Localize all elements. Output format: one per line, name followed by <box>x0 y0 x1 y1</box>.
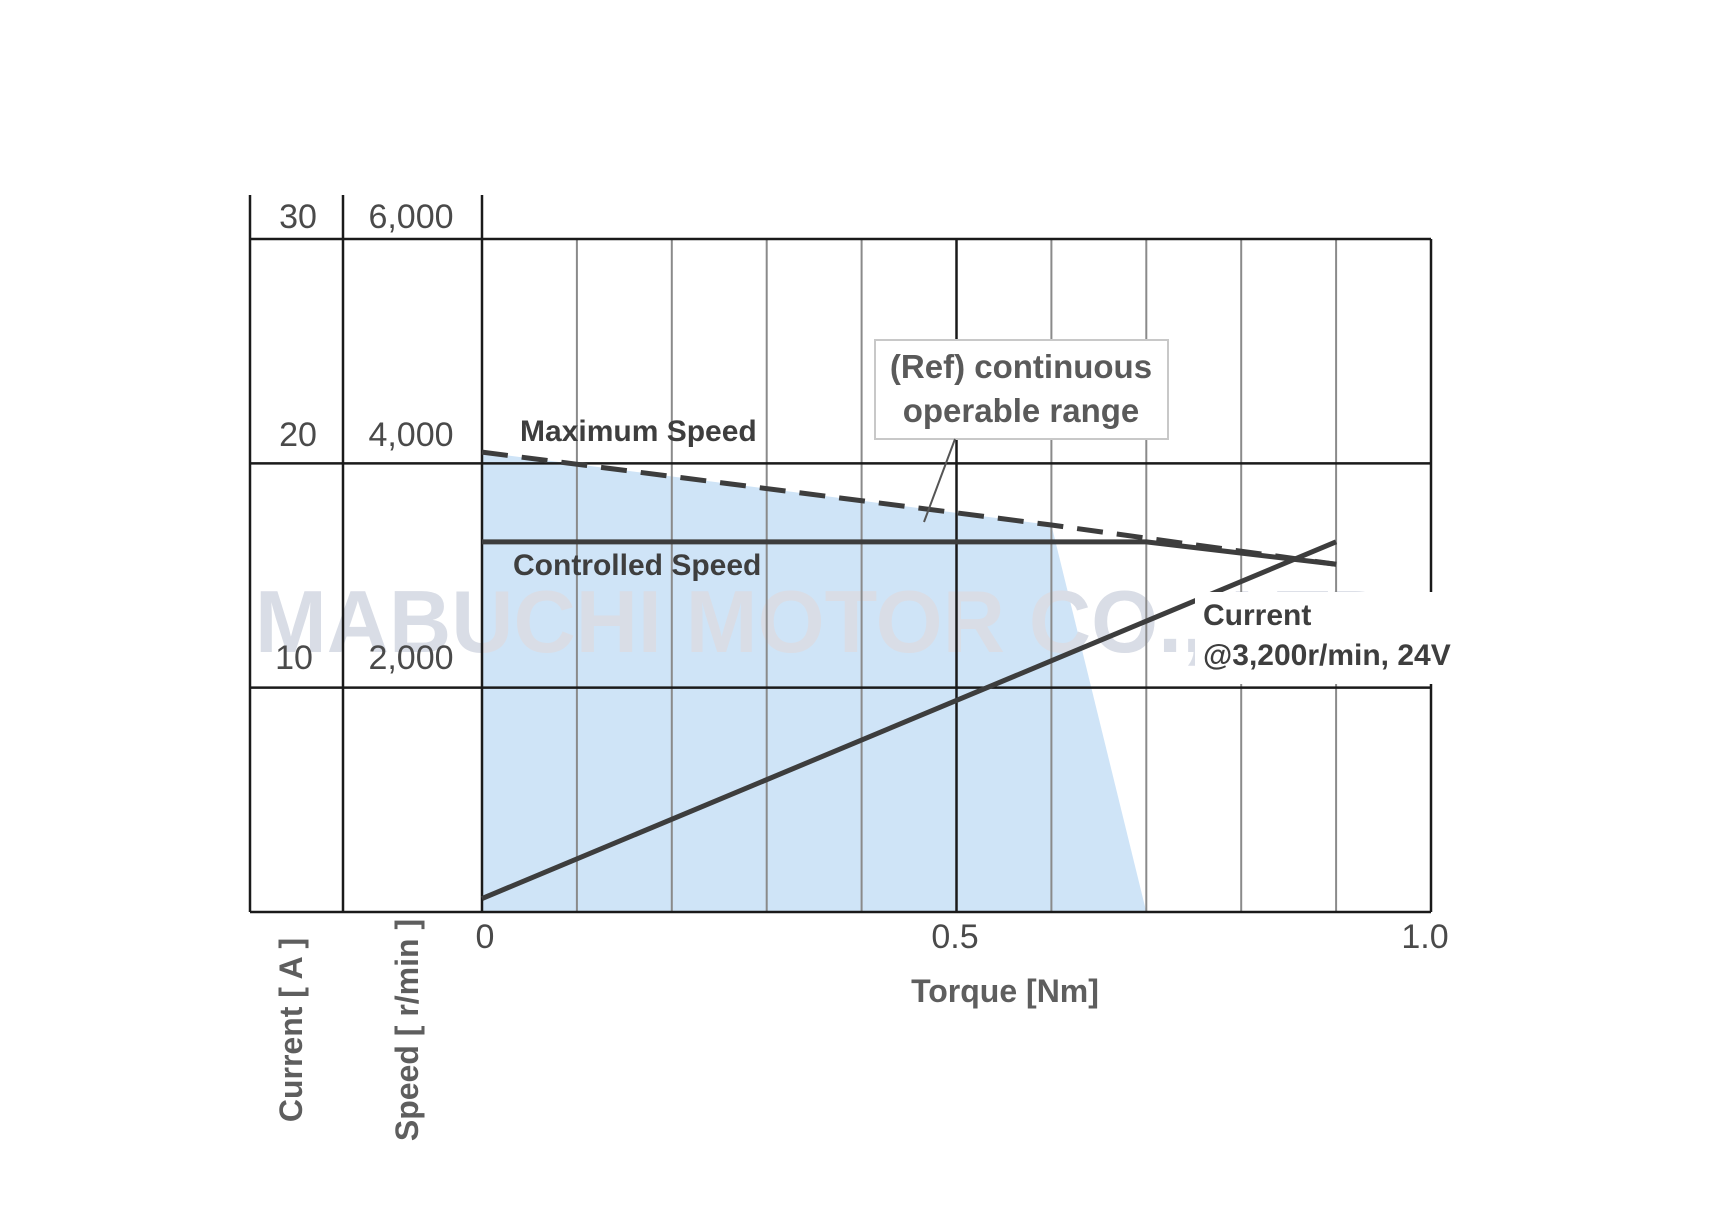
maximum-speed-label: Maximum Speed <box>520 415 757 448</box>
current-tick-label: 20 <box>279 416 317 454</box>
operable-range-layer <box>482 452 1147 912</box>
x-axis-title: Torque [Nm] <box>911 973 1099 1009</box>
current-label: Current <box>1203 599 1311 632</box>
callout-text-line2: operable range <box>903 392 1140 429</box>
series-layer <box>481 449 1338 901</box>
current-tick-label: 30 <box>279 198 317 236</box>
controlled-speed-label: Controlled Speed <box>513 549 761 582</box>
current-tick-label: 10 <box>275 639 313 677</box>
operable-range-area <box>482 452 1147 912</box>
speed-tick-label: 6,000 <box>368 198 453 236</box>
speed-tick-label: 2,000 <box>368 639 453 677</box>
callout-text-line1: (Ref) continuous <box>890 348 1152 385</box>
callout-box <box>874 339 1169 440</box>
speed-tick-label: 4,000 <box>368 416 453 454</box>
controlled-speed-line <box>482 539 1337 567</box>
current-condition-label: @3,200r/min, 24V <box>1203 639 1451 672</box>
x-tick-label: 1.0 <box>1401 918 1448 956</box>
speed-axis-title: Speed [ r/min ] <box>389 919 425 1141</box>
label-layer: 0 0.5 1.0 10 20 30 2,000 4,000 6,000 Tor… <box>273 198 1451 1141</box>
current-line <box>481 539 1338 901</box>
x-tick-label: 0.5 <box>931 918 978 956</box>
callout-leader-line <box>923 438 956 523</box>
x-tick-label: 0 <box>476 918 495 956</box>
current-axis-title: Current [ A ] <box>273 938 309 1122</box>
current-label-background <box>1195 592 1435 684</box>
